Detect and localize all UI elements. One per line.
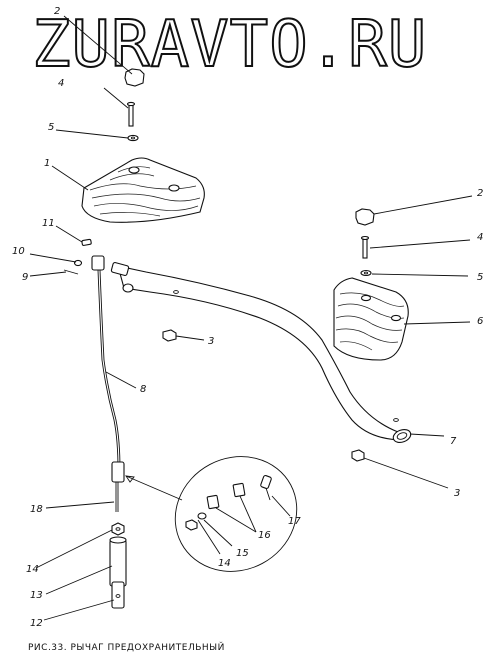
sleeve (109, 536, 127, 587)
wooden-pad-right (333, 277, 409, 361)
pin (81, 238, 92, 246)
lock-nut (111, 522, 125, 536)
bolt-left (126, 101, 136, 127)
callout-14-detail: 14 (218, 558, 231, 569)
callout-2-right: 2 (477, 188, 483, 199)
callout-13: 13 (30, 590, 43, 601)
callout-3-right: 3 (454, 488, 460, 499)
callout-10: 10 (12, 246, 25, 257)
bolt-head-right (355, 208, 375, 226)
bolt-right (360, 235, 370, 259)
callout-9: 9 (22, 272, 28, 283)
figure-caption: РИС.33. РЫЧАГ ПРЕДОХРАНИТЕЛЬНЫЙ (28, 641, 225, 653)
callout-8: 8 (140, 384, 146, 395)
small-washer (73, 259, 83, 267)
callout-17: 17 (288, 516, 301, 527)
bush (111, 581, 125, 609)
rod-fork (111, 461, 125, 512)
callout-4-left: 4 (58, 78, 64, 89)
callout-6: 6 (477, 316, 483, 327)
callout-1: 1 (44, 158, 50, 169)
callout-5-right: 5 (477, 272, 483, 283)
callout-14-main: 14 (26, 564, 39, 575)
lever-tube (110, 261, 412, 443)
washer-right (360, 269, 372, 277)
nut-left (162, 329, 177, 342)
callout-4-right: 4 (477, 232, 483, 243)
washer-left (127, 134, 139, 142)
callout-12: 12 (30, 618, 43, 629)
watermark-text: ZURAVTO.RU (32, 8, 427, 82)
leader-lines (29, 15, 473, 621)
callout-15: 15 (236, 548, 249, 559)
bolt-head-left (124, 68, 145, 87)
nut-right (351, 449, 365, 462)
callout-3-left: 3 (208, 336, 214, 347)
callout-18: 18 (30, 504, 43, 515)
cotter-pin (63, 269, 79, 275)
rod (91, 255, 121, 471)
callout-16: 16 (258, 530, 271, 541)
callout-11: 11 (42, 218, 55, 229)
callout-5-left: 5 (48, 122, 54, 133)
wooden-pad-left (81, 157, 205, 223)
detail-oval (125, 456, 298, 572)
callout-2-left: 2 (54, 6, 60, 17)
callout-7: 7 (450, 436, 457, 447)
